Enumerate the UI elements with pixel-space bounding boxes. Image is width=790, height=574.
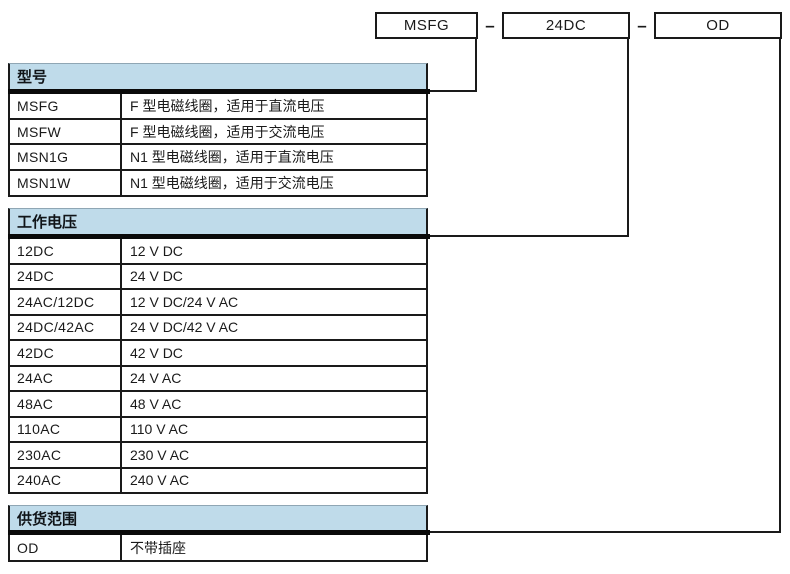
table-row: 240AC 240 V AC bbox=[8, 468, 428, 494]
table-scope: 供货范围 OD 不带插座 bbox=[8, 505, 430, 562]
table-row: 24AC 24 V AC bbox=[8, 366, 428, 392]
table-row: MSN1G N1 型电磁线圈，适用于直流电压 bbox=[8, 145, 428, 172]
code-cell: 24AC/12DC bbox=[10, 290, 122, 314]
code-box-scope: OD bbox=[654, 12, 782, 39]
connector-scope-horizontal bbox=[428, 531, 781, 533]
table-voltage-header: 工作电压 bbox=[8, 208, 428, 234]
code-separator-dash: – bbox=[485, 15, 495, 35]
table-row: 24AC/12DC 12 V DC/24 V AC bbox=[8, 290, 428, 316]
code-separator-dash: – bbox=[637, 15, 647, 35]
code-cell: 240AC bbox=[10, 468, 122, 492]
description-cell: 12 V DC/24 V AC bbox=[130, 293, 239, 310]
description-cell: 不带插座 bbox=[130, 539, 186, 556]
table-scope-header: 供货范围 bbox=[8, 505, 428, 530]
table-row: MSN1W N1 型电磁线圈，适用于交流电压 bbox=[8, 171, 428, 197]
description-cell: 48 V AC bbox=[130, 395, 182, 412]
code-cell: 24DC bbox=[10, 264, 122, 288]
table-scope-title: 供货范围 bbox=[17, 510, 78, 528]
table-model-header: 型号 bbox=[8, 63, 428, 89]
description-cell: N1 型电磁线圈，适用于直流电压 bbox=[130, 149, 334, 166]
code-box-voltage-label: 24DC bbox=[545, 17, 587, 34]
header-divider-bar bbox=[8, 234, 430, 239]
table-row: 24DC 24 V DC bbox=[8, 264, 428, 290]
table-row: MSFG F 型电磁线圈，适用于直流电压 bbox=[8, 94, 428, 120]
description-cell: 240 V AC bbox=[130, 472, 190, 489]
connector-scope-vertical bbox=[779, 38, 781, 533]
description-cell: 110 V AC bbox=[130, 421, 189, 438]
code-box-voltage: 24DC bbox=[502, 12, 630, 39]
code-cell: 12DC bbox=[10, 239, 122, 263]
description-cell: 230 V AC bbox=[130, 446, 190, 463]
code-cell: MSN1G bbox=[10, 145, 122, 170]
code-box-model-label: MSFG bbox=[403, 17, 450, 34]
table-voltage-title: 工作电压 bbox=[17, 214, 78, 231]
code-cell: 24DC/42AC bbox=[10, 315, 122, 339]
code-box-model: MSFG bbox=[375, 12, 478, 39]
table-row: 42DC 42 V DC bbox=[8, 341, 428, 367]
table-row: MSFW F 型电磁线圈，适用于交流电压 bbox=[8, 119, 428, 146]
table-model-title: 型号 bbox=[17, 69, 48, 86]
table-row: 24DC/42AC 24 V DC/42 V AC bbox=[8, 315, 428, 341]
description-cell: F 型电磁线圈，适用于直流电压 bbox=[130, 97, 325, 114]
code-cell: MSFW bbox=[10, 119, 122, 144]
code-box-scope-label: OD bbox=[706, 17, 730, 34]
description-cell: 24 V AC bbox=[130, 370, 182, 387]
table-row: OD 不带插座 bbox=[8, 535, 428, 562]
table-voltage: 工作电压 12DC 12 V DC 24DC 24 V DC 24AC/12DC… bbox=[8, 208, 430, 494]
description-cell: 24 V DC/42 V AC bbox=[130, 319, 239, 336]
description-cell: N1 型电磁线圈，适用于交流电压 bbox=[130, 174, 334, 191]
code-cell: 230AC bbox=[10, 443, 122, 467]
connector-model-horizontal bbox=[428, 90, 477, 92]
header-divider-bar bbox=[8, 89, 430, 94]
code-cell: 24AC bbox=[10, 366, 122, 390]
table-model: 型号 MSFG F 型电磁线圈，适用于直流电压 MSFW F 型电磁线圈，适用于… bbox=[8, 63, 430, 197]
code-cell: 42DC bbox=[10, 341, 122, 365]
description-cell: 42 V DC bbox=[130, 344, 183, 361]
header-divider-bar bbox=[8, 530, 430, 535]
description-cell: 24 V DC bbox=[130, 268, 183, 285]
code-cell: 48AC bbox=[10, 392, 122, 416]
table-row: 48AC 48 V AC bbox=[8, 392, 428, 418]
table-row: 110AC 110 V AC bbox=[8, 417, 428, 443]
connector-voltage-vertical bbox=[627, 38, 629, 237]
table-row: 230AC 230 V AC bbox=[8, 443, 428, 469]
description-cell: F 型电磁线圈，适用于交流电压 bbox=[130, 123, 325, 140]
table-row: 12DC 12 V DC bbox=[8, 239, 428, 265]
code-cell: MSN1W bbox=[10, 171, 122, 195]
code-cell: 110AC bbox=[10, 417, 122, 441]
connector-voltage-horizontal bbox=[428, 235, 629, 237]
description-cell: 12 V DC bbox=[130, 242, 183, 259]
code-cell: MSFG bbox=[10, 94, 122, 118]
connector-model-vertical bbox=[475, 38, 477, 92]
code-cell: OD bbox=[10, 535, 122, 560]
